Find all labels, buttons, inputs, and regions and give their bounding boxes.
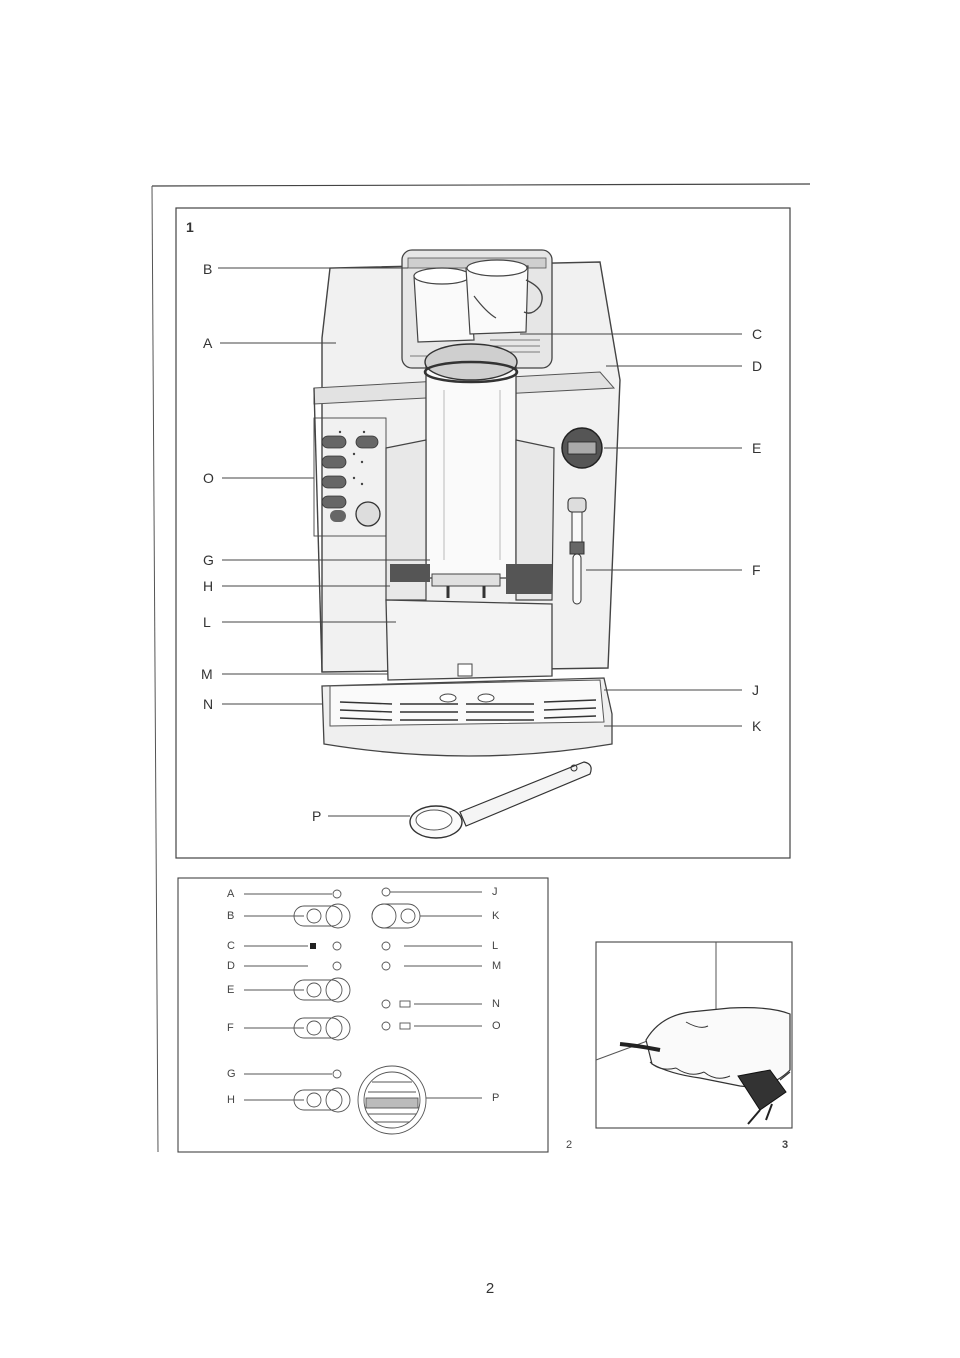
fig1-label-b: B	[203, 261, 213, 277]
fig1-label-f: F	[752, 562, 761, 578]
fig1-label-j: J	[752, 682, 759, 698]
fig2-label-b: B	[227, 910, 235, 922]
page-number: 2	[485, 1280, 495, 1297]
figure-2-number: 2	[566, 1139, 573, 1151]
fig2-label-c: C	[227, 940, 235, 952]
fig1-label-e: E	[752, 440, 762, 456]
fig2-label-h: H	[227, 1094, 235, 1106]
fig1-label-m: M	[201, 666, 213, 682]
fig2-label-k: K	[492, 910, 500, 922]
fig1-label-n: N	[203, 696, 214, 712]
fig2-label-f: F	[227, 1022, 234, 1034]
fig2-label-d: D	[227, 960, 235, 972]
fig1-label-g: G	[203, 552, 214, 568]
fig2-label-j: J	[492, 886, 498, 898]
fig2-label-o: O	[492, 1020, 501, 1032]
fig1-label-p: P	[312, 808, 322, 824]
fig1-label-k: K	[752, 718, 762, 734]
fig2-label-e: E	[227, 984, 235, 996]
fig1-label-h: H	[203, 578, 214, 594]
fig2-label-l: L	[492, 940, 499, 952]
figure-3-number: 3	[782, 1139, 789, 1151]
fig2-label-n: N	[492, 998, 500, 1010]
fig2-label-a: A	[227, 888, 235, 900]
fig2-label-p: P	[492, 1092, 500, 1104]
fig1-label-l: L	[203, 614, 211, 630]
fig1-label-c: C	[752, 326, 763, 342]
fig1-label-a: A	[203, 335, 213, 351]
figure-1-number: 1	[186, 219, 194, 235]
fig2-label-g: G	[227, 1068, 236, 1080]
fig1-label-o: O	[203, 470, 214, 486]
fig2-label-m: M	[492, 960, 502, 972]
fig1-label-d: D	[752, 358, 763, 374]
